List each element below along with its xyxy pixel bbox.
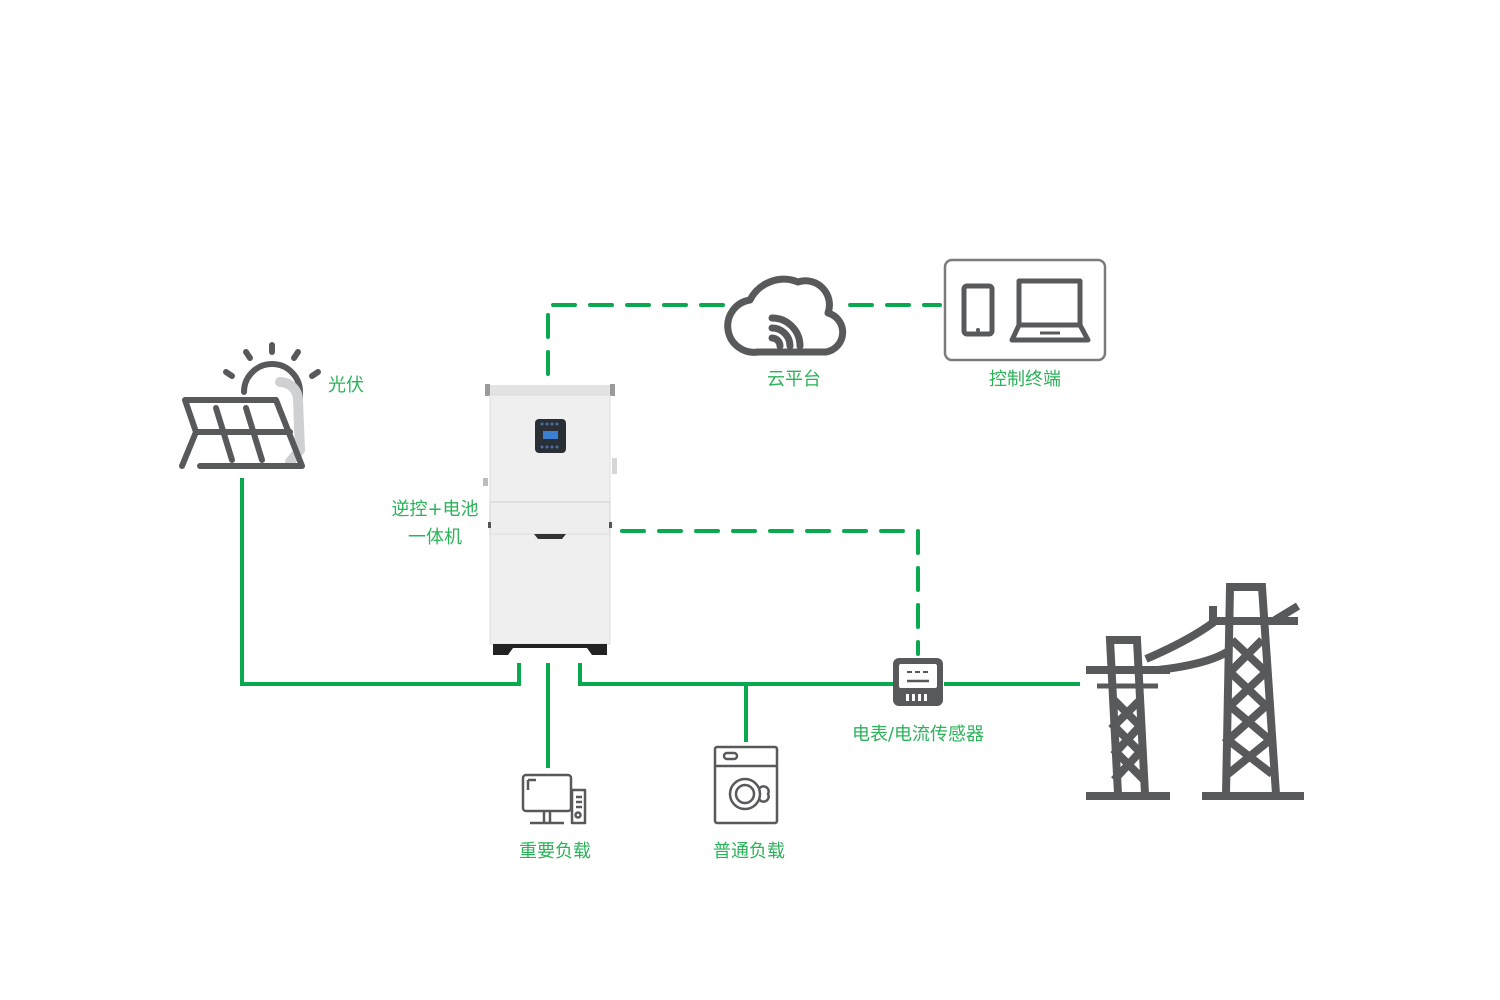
inverter-label-line2: 一体机 (408, 527, 462, 548)
electric-meter-icon (893, 658, 943, 706)
power-tower-icon (1086, 583, 1304, 800)
edge-pv-inverter (240, 478, 521, 686)
inverter-battery-unit (483, 384, 617, 655)
power-lines (240, 478, 1080, 768)
laptop-icon (1009, 278, 1091, 343)
cloud-label: 云平台 (767, 369, 821, 390)
phone-icon (961, 283, 995, 337)
critical-load-label: 重要负载 (519, 841, 591, 862)
edge-inverter-cloud (546, 303, 740, 376)
edge-inverter-bus (578, 663, 893, 686)
desktop-computer-icon (521, 773, 587, 825)
solar-panel-icon (179, 342, 321, 469)
pv-label: 光伏 (328, 375, 364, 396)
terminal-label: 控制终端 (989, 369, 1061, 390)
meter-label: 电表/电流传感器 (851, 724, 985, 745)
cloud-wifi-icon (724, 275, 847, 356)
washing-machine-icon (713, 745, 779, 825)
edge-inverter-meter (620, 529, 920, 656)
normal-load-label: 普通负载 (713, 841, 785, 862)
comm-lines (546, 303, 942, 656)
inverter-label-line1: 逆控+电池 (391, 499, 479, 520)
phone-laptop-icon (943, 258, 1107, 362)
